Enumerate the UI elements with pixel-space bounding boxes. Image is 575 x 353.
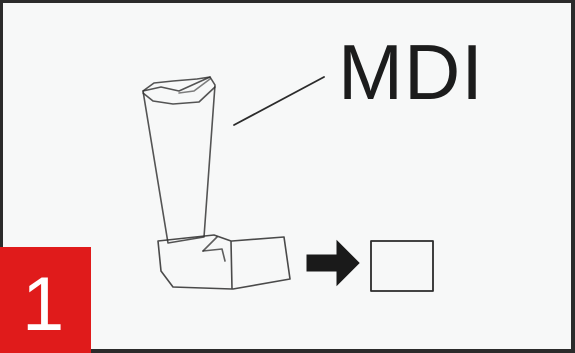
- inhaler-mouthpiece: [158, 235, 290, 289]
- step-number-badge: 1: [0, 247, 91, 353]
- label-leader-line: [234, 77, 324, 125]
- device-label: MDI: [338, 27, 484, 117]
- arrow-right-icon: [307, 241, 359, 285]
- inhaler-canister: [143, 77, 215, 243]
- target-square: [371, 241, 433, 291]
- step-number: 1: [22, 265, 64, 345]
